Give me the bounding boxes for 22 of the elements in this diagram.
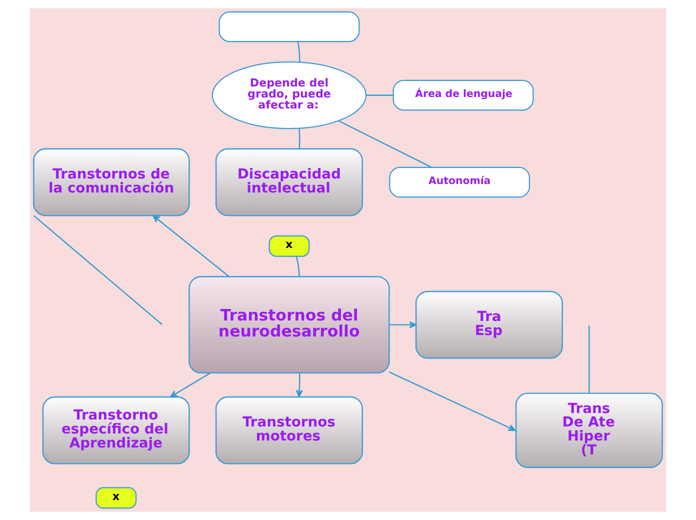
node-box: Tra Esp (415, 290, 563, 359)
arrow (296, 373, 303, 398)
node-box: Área de lenguaje (392, 80, 534, 111)
node-box: Trans De Ate Hiper (T (515, 392, 663, 468)
arrow (389, 372, 516, 431)
connector (296, 256, 300, 276)
connector (588, 326, 590, 394)
connector (338, 120, 432, 168)
node-box: x (268, 235, 310, 257)
node-box: Discapacidad intelectual (215, 148, 363, 216)
node-box (218, 11, 360, 42)
node-ellipse: Depende del grado, puede afectar a: (212, 61, 367, 130)
node-box: Transtornos del neurodesarrollo (188, 276, 390, 374)
node-box: x (96, 487, 137, 509)
node-box: Transtornos de la comunicación (33, 148, 190, 216)
connector (298, 128, 300, 149)
connector (366, 94, 394, 96)
node-box: Transtornos motores (215, 396, 363, 464)
arrow (390, 321, 417, 328)
connector (297, 42, 300, 62)
node-box: Autonomía (389, 166, 530, 198)
node-box: Transtorno específico del Aprendizaje (42, 396, 190, 464)
